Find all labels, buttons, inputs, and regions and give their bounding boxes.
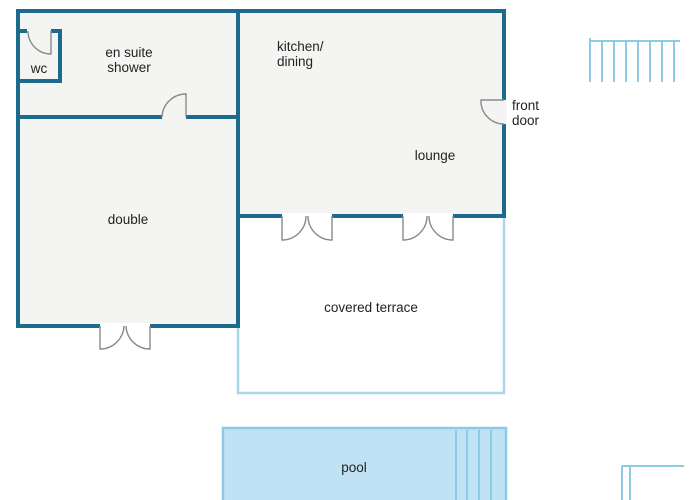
stairs-bottom-right <box>621 465 684 500</box>
label-pool: pool <box>341 460 367 475</box>
label-front: front <box>512 98 539 113</box>
label-en-suite: en suite <box>105 45 152 60</box>
terrace-french-door-left <box>281 213 333 241</box>
label-shower: shower <box>107 60 151 75</box>
label-lounge: lounge <box>415 148 456 163</box>
terrace-french-door-right <box>402 213 454 241</box>
front-door-swing <box>480 99 507 125</box>
pool <box>221 426 508 500</box>
label-wc: wc <box>30 61 48 76</box>
ensuite-door <box>161 93 187 120</box>
double-french-door <box>99 323 151 350</box>
wc-floor <box>18 11 238 326</box>
label-kitchen: kitchen/ <box>277 39 324 54</box>
label-dining: dining <box>277 54 313 69</box>
wc-door <box>27 28 52 55</box>
label-covered-terrace: covered terrace <box>324 300 418 315</box>
stairs-top-right <box>589 38 680 82</box>
label-double: double <box>108 212 149 227</box>
label-door: door <box>512 113 540 128</box>
main-living-floor <box>238 11 504 216</box>
pool-steps <box>455 430 492 500</box>
